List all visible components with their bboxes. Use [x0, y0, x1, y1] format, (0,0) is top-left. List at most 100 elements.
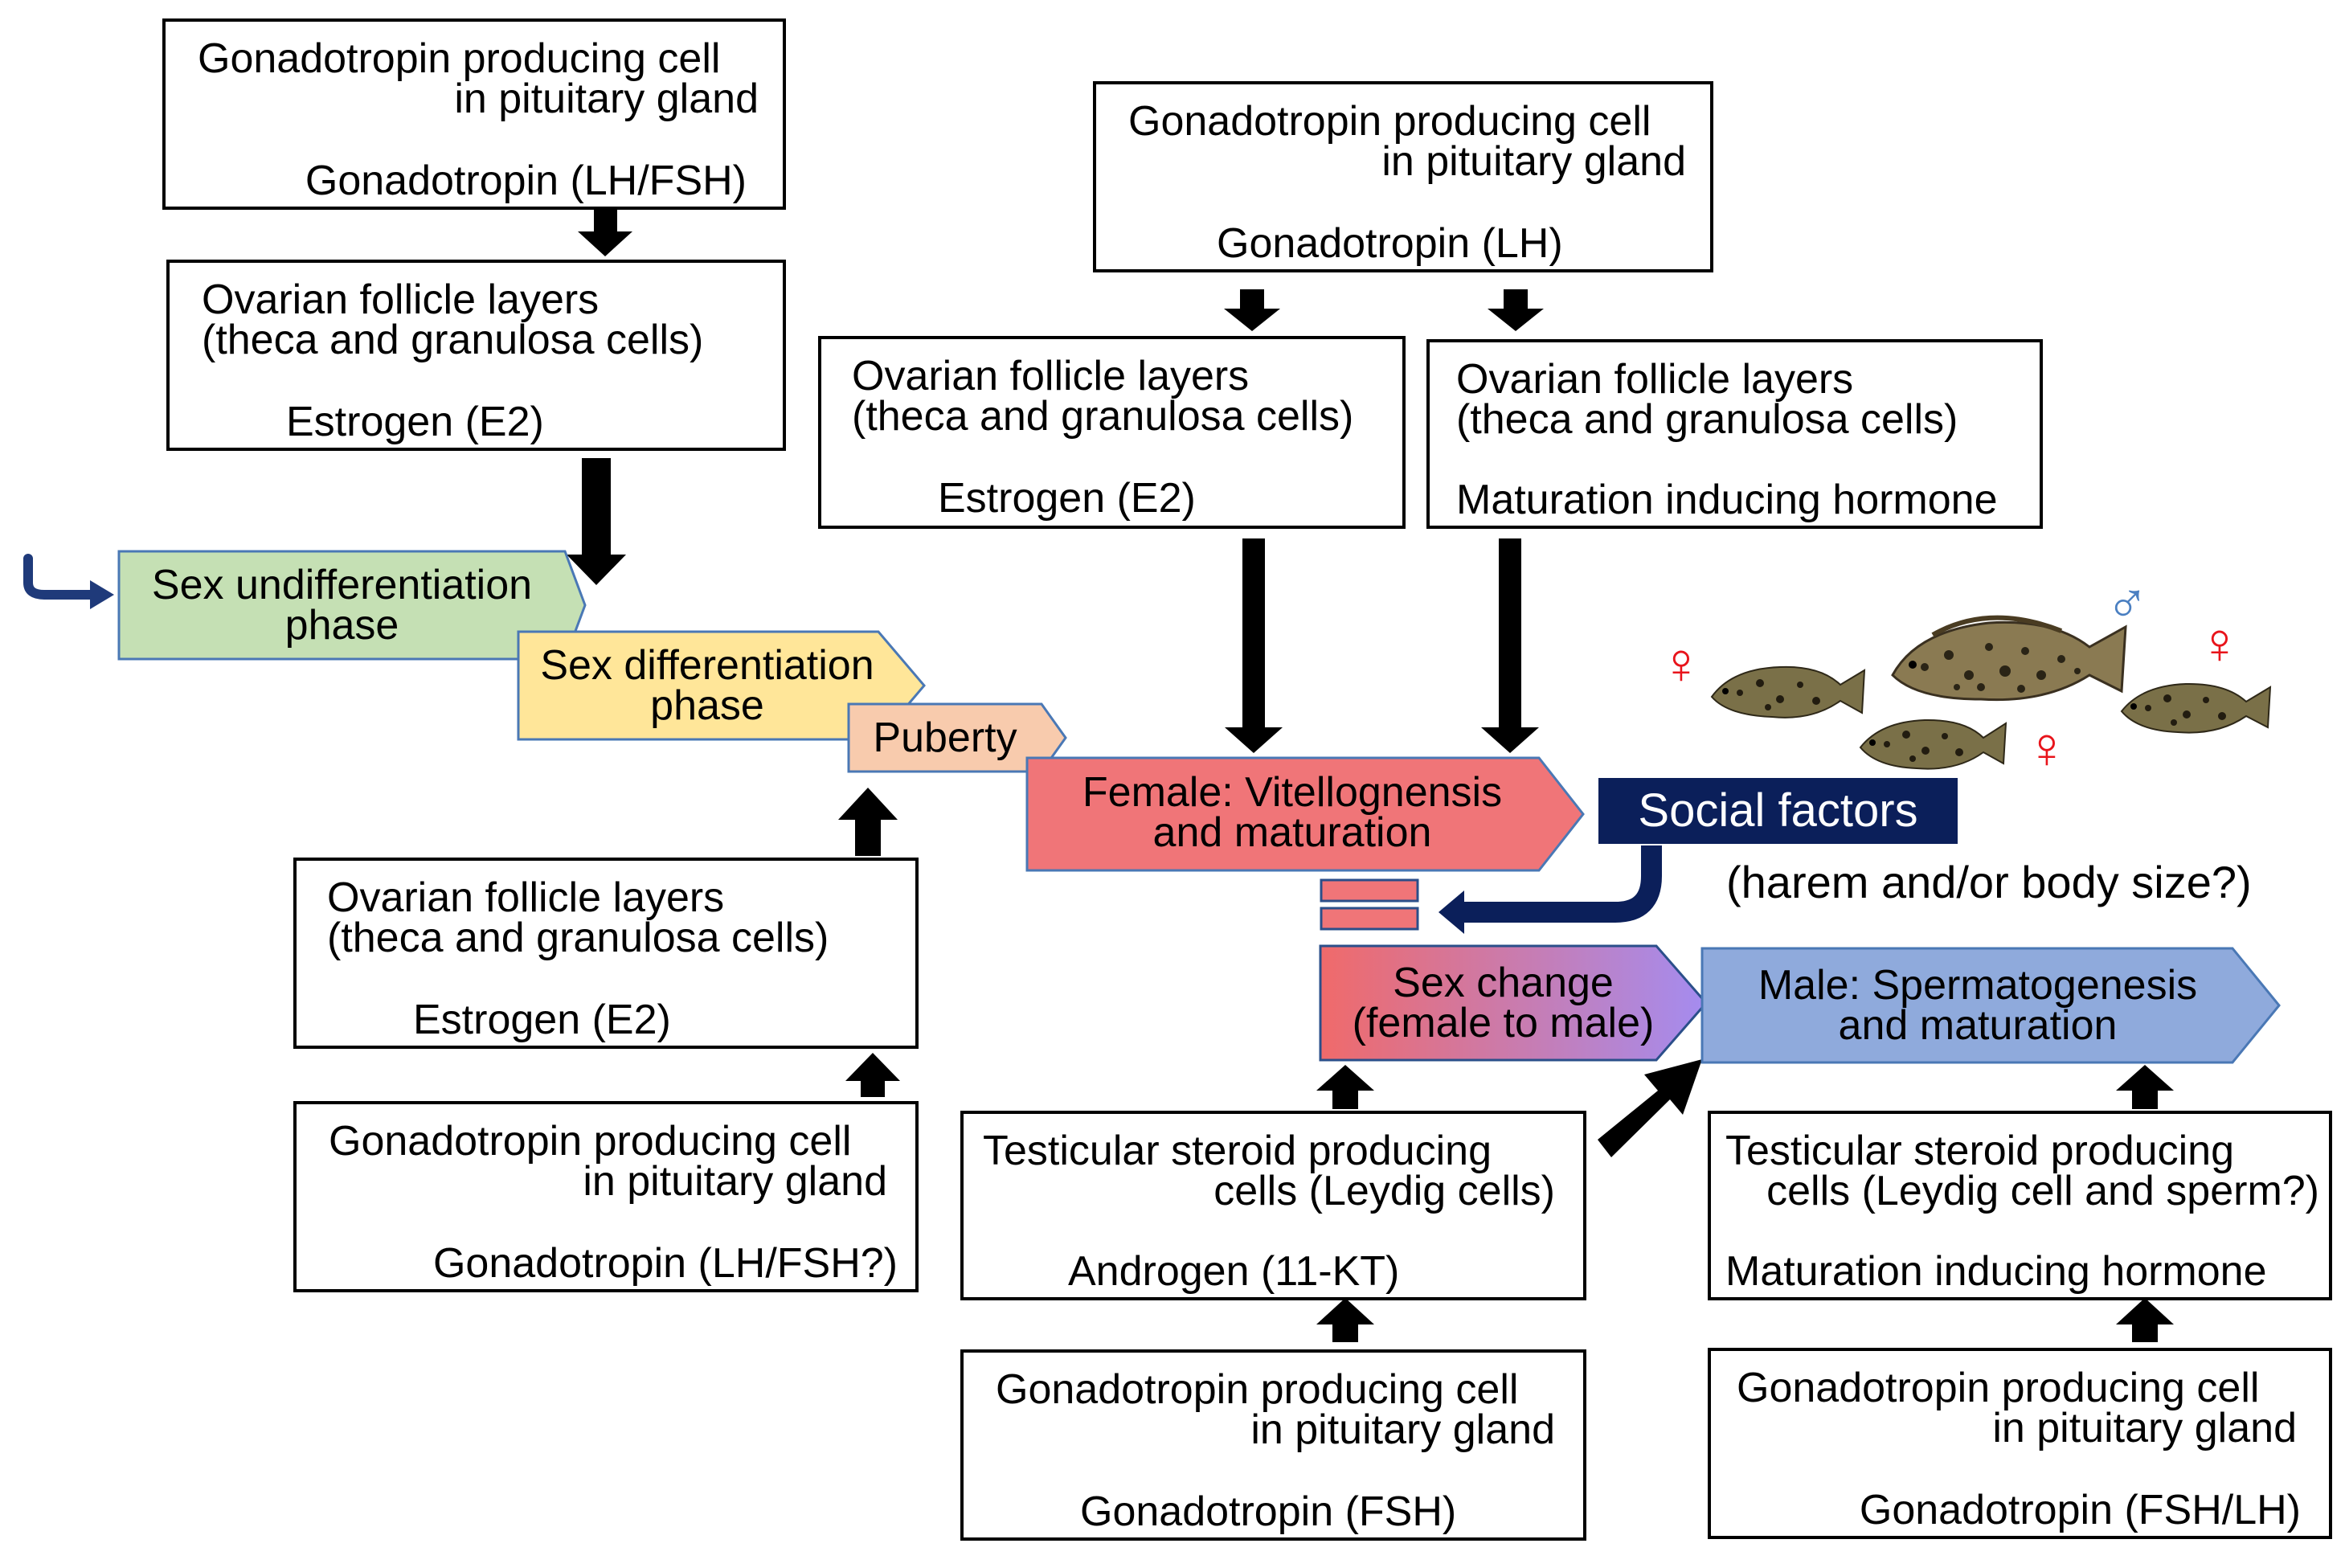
- phase-label: Sex change (female to male): [1320, 946, 1686, 1060]
- box-hormone: Maturation inducing hormone: [1725, 1248, 2267, 1295]
- phase-shape: [1319, 944, 1708, 1062]
- social-factors-box: Social factors: [1598, 778, 1958, 844]
- equal-sign-top: [1320, 878, 1419, 903]
- phase-arrow-shape: [1025, 756, 1585, 872]
- box-line-2: in pituitary gland: [583, 1158, 887, 1205]
- arrow-up-fshlh-to-testis: [2116, 1298, 2174, 1342]
- box-line-1: Ovarian follicle layers: [327, 874, 725, 921]
- female-symbol-right: ♀: [2198, 612, 2241, 676]
- box-line-1: Gonadotropin producing cell: [996, 1366, 1519, 1413]
- arrow-down-pituitary-to-ovary-tl: [578, 209, 632, 256]
- box-line-1: Gonadotropin producing cell: [1737, 1365, 2260, 1411]
- phase-label: Female: Vitellognensis and maturation: [1027, 758, 1557, 870]
- box-line-1: Ovarian follicle layers: [1456, 356, 1854, 403]
- female-symbol-left: ♀: [1660, 632, 1703, 696]
- phase-line-2: and maturation: [1838, 1002, 2118, 1049]
- box-line-2: in pituitary gland: [1250, 1406, 1555, 1453]
- testis-box-mih: Testicular steroid producing cells (Leyd…: [1708, 1111, 2332, 1300]
- box-line-1: Testicular steroid producing: [1725, 1128, 2234, 1174]
- sex-undifferentiation-phase: Sex undifferentiation phase: [117, 550, 587, 661]
- box-line-1: Gonadotropin producing cell: [1128, 98, 1651, 145]
- fish-male-large-illustration: [1891, 615, 2127, 702]
- box-hormone: Gonadotropin (LH/FSH): [305, 158, 747, 204]
- pituitary-box-fsh: Gonadotropin producing cell in pituitary…: [960, 1349, 1586, 1541]
- box-line-2: cells (Leydig cells): [1213, 1168, 1555, 1214]
- entry-hook-arrow: [23, 554, 100, 600]
- puberty-phase: Puberty: [847, 702, 1067, 773]
- arrow-down-e2-to-female: [1225, 538, 1283, 753]
- phase-line-1: Sex change: [1393, 960, 1614, 1006]
- box-line-2: in pituitary gland: [1992, 1405, 2297, 1451]
- box-line-2: in pituitary gland: [1381, 138, 1686, 185]
- box-hormone: Gonadotropin (FSH): [1080, 1488, 1457, 1535]
- social-factors-arrow: [1463, 845, 1662, 923]
- phase-line-1: Male: Spermatogenesis: [1758, 962, 2198, 1009]
- female-phase: Female: Vitellognensis and maturation: [1025, 756, 1585, 872]
- fish-female-bottom-illustration: [1859, 718, 2007, 770]
- box-hormone: Gonadotropin (LH/FSH?): [432, 1240, 898, 1287]
- phase-arrow-shape: [847, 702, 1067, 773]
- male-phase: Male: Spermatogenesis and maturation: [1700, 947, 2281, 1064]
- testis-box-androgen: Testicular steroid producing cells (Leyd…: [960, 1111, 1586, 1300]
- phase-shape: [1025, 756, 1585, 872]
- pituitary-box-bottom-left: Gonadotropin producing cell in pituitary…: [293, 1101, 919, 1292]
- phase-line-1: Female: Vitellognensis: [1082, 769, 1503, 816]
- ovary-box-estrogen-center: Ovarian follicle layers (theca and granu…: [818, 336, 1406, 529]
- arrow-up-testis-to-sexchange: [1316, 1065, 1374, 1109]
- box-line-2: in pituitary gland: [454, 76, 759, 122]
- phase-line-1: Sex undifferentiation: [151, 562, 533, 608]
- box-line-2: (theca and granulosa cells): [202, 317, 704, 363]
- arrow-up-ovary-to-puberty: [838, 788, 898, 856]
- box-line-1: Testicular steroid producing: [983, 1128, 1492, 1174]
- box-line-1: Ovarian follicle layers: [852, 353, 1250, 399]
- equal-sign-bottom: [1320, 907, 1419, 931]
- ovary-box-top-left: Ovarian follicle layers (theca and granu…: [166, 260, 786, 451]
- box-line-2: (theca and granulosa cells): [1456, 396, 1958, 443]
- phase-line-2: and maturation: [1152, 809, 1432, 856]
- fish-female-right-illustration: [2120, 682, 2272, 734]
- box-line-2: cells (Leydig cell and sperm?): [1766, 1168, 2319, 1214]
- phase-label: Sex undifferentiation phase: [119, 551, 565, 659]
- arrow-up-fsh-to-testis: [1316, 1298, 1374, 1342]
- sex-differentiation-phase: Sex differentiation phase: [517, 630, 926, 741]
- fish-female-left-illustration: [1710, 665, 1866, 718]
- box-line-2: (theca and granulosa cells): [852, 393, 1354, 440]
- male-symbol: ♂: [2106, 571, 2149, 636]
- ovary-box-bottom-left: Ovarian follicle layers (theca and granu…: [293, 858, 919, 1049]
- phase-label: Sex differentiation phase: [518, 632, 896, 739]
- arrow-down-mih-to-female: [1481, 538, 1539, 753]
- box-hormone: Maturation inducing hormone: [1456, 477, 1998, 523]
- phase-line-2: (female to male): [1352, 1000, 1655, 1046]
- arrow-down-lh-to-ovary-mih: [1488, 289, 1544, 331]
- pituitary-box-fsh-lh: Gonadotropin producing cell in pituitary…: [1708, 1348, 2332, 1539]
- phase-label: Male: Spermatogenesis and maturation: [1702, 948, 2253, 1062]
- phase-shape: [847, 702, 1067, 773]
- arrow-down-ovary-to-differentiation: [567, 458, 626, 585]
- female-symbol-bottom: ♀: [2025, 716, 2069, 780]
- entry-hook-arrowhead: [90, 580, 114, 609]
- sex-change-phase: Sex change (female to male): [1319, 944, 1708, 1062]
- pituitary-box-top-center: Gonadotropin producing cell in pituitary…: [1093, 81, 1713, 272]
- phase-line-2: phase: [284, 602, 399, 649]
- box-hormone: Gonadotropin (LH): [1217, 220, 1563, 267]
- phase-arrow-shape: [1700, 947, 2281, 1064]
- box-hormone: Estrogen (E2): [413, 997, 671, 1043]
- arrow-up-testis-to-male: [2116, 1065, 2174, 1109]
- arrow-up-pituitary-to-ovary-bl: [845, 1053, 900, 1097]
- ovary-box-mih: Ovarian follicle layers (theca and granu…: [1426, 339, 2043, 529]
- puberty-label: Puberty: [873, 714, 1017, 761]
- social-factors-note: (harem and/or body size?): [1726, 857, 2252, 907]
- box-hormone: Androgen (11-KT): [1068, 1248, 1400, 1295]
- phase-label: Puberty: [849, 704, 1042, 772]
- pituitary-box-top-left: Gonadotropin producing cell in pituitary…: [162, 18, 786, 210]
- arrow-diagonal-testis-to-male: [1598, 1059, 1702, 1157]
- phase-shape: [1700, 947, 2281, 1064]
- box-hormone: Estrogen (E2): [286, 399, 544, 445]
- box-line-2: (theca and granulosa cells): [327, 915, 829, 961]
- phase-arrow-shape: [1319, 944, 1708, 1062]
- box-hormone: Gonadotropin (FSH/LH): [1859, 1487, 2301, 1533]
- phase-line-1: Sex differentiation: [540, 642, 874, 689]
- box-line-1: Ovarian follicle layers: [202, 276, 600, 323]
